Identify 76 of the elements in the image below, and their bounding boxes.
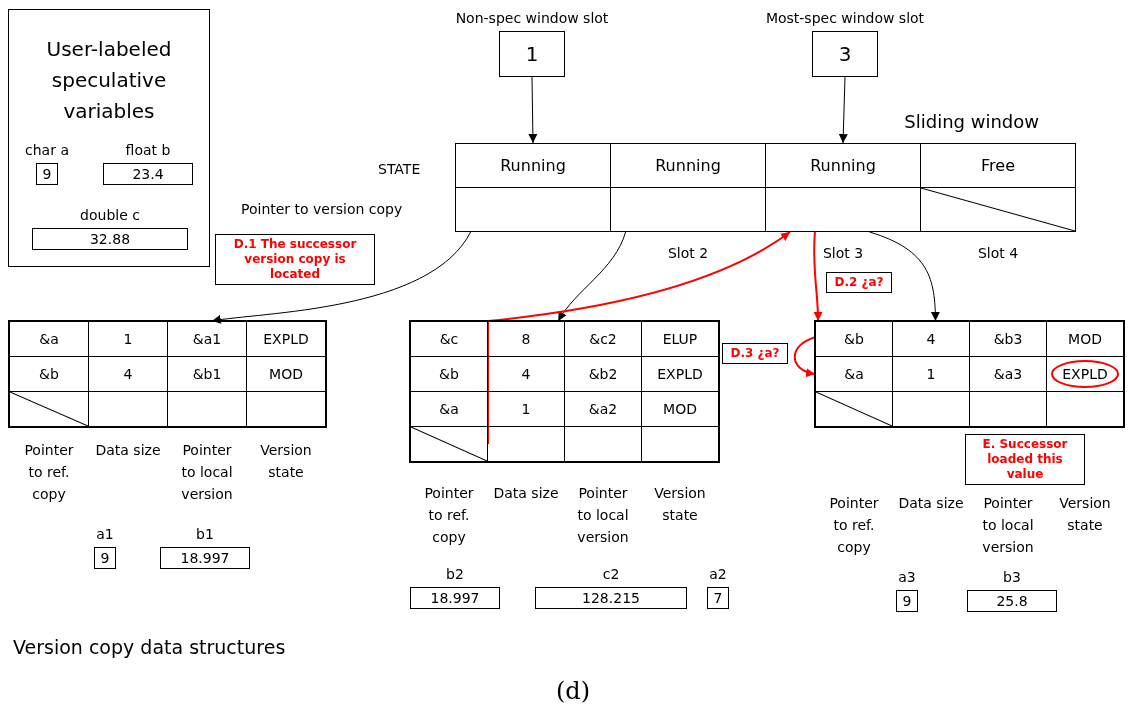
variable-name: c2: [602, 565, 620, 583]
value-box: 9: [94, 547, 116, 569]
variable-name: a3: [898, 568, 916, 586]
value-box: 128.215: [535, 587, 687, 609]
panel-title: User-labeled speculative variables: [45, 36, 173, 125]
value-box: 9: [36, 163, 58, 185]
slot-number-box: 1: [499, 31, 565, 77]
table-cell: &c: [410, 321, 488, 357]
table-cell: MOD: [1046, 321, 1124, 357]
table-cell: [815, 391, 893, 427]
column-header: Pointer to ref. copy: [23, 441, 75, 504]
column-header: Data size: [493, 484, 559, 503]
slot-caption: Non-spec window slot: [455, 9, 609, 27]
slot-number-box: 3: [812, 31, 878, 77]
value-box: 7: [707, 587, 729, 609]
caption: (d): [555, 676, 591, 706]
table-cell: [920, 187, 1076, 232]
value-box: 18.997: [410, 587, 500, 609]
row-label: STATE: [378, 160, 421, 179]
table-cell: &b: [815, 321, 893, 357]
panel: [8, 9, 210, 267]
annotation-box: D.3 ¿a?: [722, 343, 788, 364]
slot-caption: Most-spec window slot: [765, 9, 925, 27]
section-label: Version copy data structures: [13, 636, 286, 658]
table-cell: EXPLD: [246, 321, 326, 357]
annotation-box: D.2 ¿a?: [826, 272, 892, 293]
table-cell: Running: [455, 143, 611, 188]
data-table: [410, 321, 719, 462]
column-header: Pointer to ref. copy: [828, 494, 880, 557]
table-cell: [641, 426, 719, 462]
value-box: 18.997: [160, 547, 250, 569]
slot-label: Slot 4: [977, 244, 1019, 263]
column-header: Version state: [259, 441, 313, 482]
table-cell: Free: [920, 143, 1076, 188]
arrow: [211, 231, 472, 325]
column-header: Pointer to ref. copy: [423, 484, 475, 547]
variable-name: float b: [125, 141, 171, 159]
column-header: Pointer to local version: [180, 441, 234, 504]
value-box: 9: [896, 590, 918, 612]
column-header: Data size: [95, 441, 161, 460]
variable-name: b2: [446, 565, 464, 583]
table-cell: [246, 391, 326, 427]
column-header: Version state: [653, 484, 707, 525]
slot-label: Slot 2: [667, 244, 709, 263]
row-label: Pointer to version copy: [241, 200, 403, 219]
arrow: [869, 231, 940, 322]
annotation-box: E. Successor loaded this value: [965, 434, 1085, 485]
column-header: Pointer to local version: [981, 494, 1035, 557]
table-cell: [455, 187, 611, 232]
slot-label: Slot 3: [822, 244, 864, 263]
variable-name: char a: [25, 141, 69, 159]
column-header: Data size: [898, 494, 964, 513]
variable-name: a2: [709, 565, 727, 583]
data-table: [9, 321, 326, 427]
variable-name: b1: [196, 525, 214, 543]
value-box: 23.4: [103, 163, 193, 185]
variable-name: b3: [1003, 568, 1021, 586]
table-cell: [1046, 391, 1124, 427]
arrow: [793, 336, 816, 377]
column-header: Version state: [1058, 494, 1112, 535]
table-cell: [410, 426, 488, 462]
table-cell: ELUP: [641, 321, 719, 357]
variable-name: double c: [80, 206, 140, 224]
heading: Sliding window: [904, 110, 1039, 134]
arrow: [557, 231, 627, 322]
data-table: [815, 321, 1124, 427]
value-box: 32.88: [32, 228, 188, 250]
arrow: [528, 76, 538, 144]
arrow: [838, 76, 848, 144]
arrow: [813, 231, 823, 322]
value-box: 25.8: [967, 590, 1057, 612]
table-cell: &a: [9, 321, 89, 357]
annotation-box: D.1 The successor version copy is located: [215, 234, 375, 285]
column-header: Pointer to local version: [576, 484, 630, 547]
variable-name: a1: [96, 525, 114, 543]
table-cell: [9, 391, 89, 427]
